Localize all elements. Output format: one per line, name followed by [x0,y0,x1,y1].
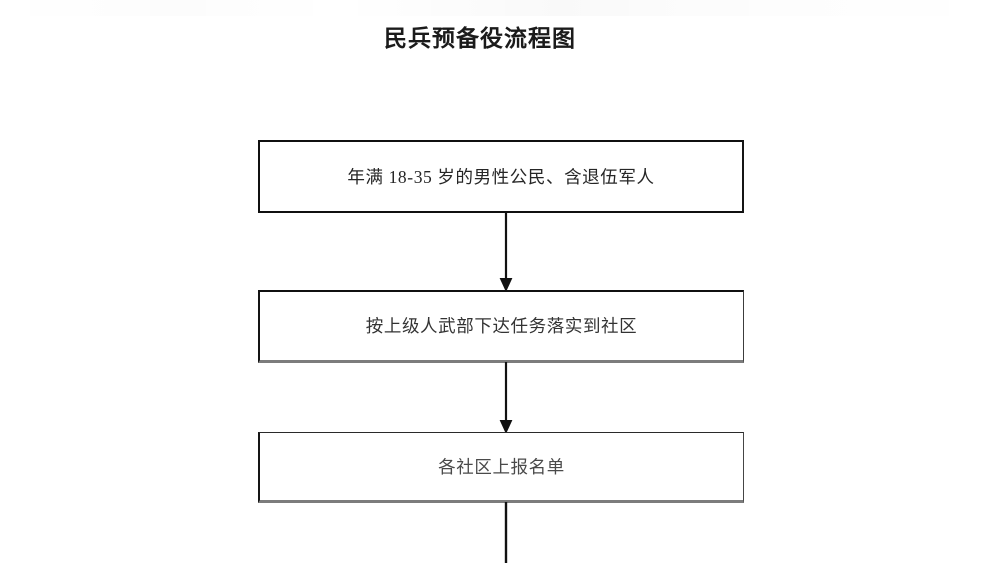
flowchart-node-applicants: 年满 18-35 岁的男性公民、含退伍军人 [258,140,744,213]
flowchart-node-assign-task: 按上级人武部下达任务落实到社区 [258,290,744,363]
page-title: 民兵预备役流程图 [384,26,576,52]
scan-artifact-top [0,0,999,16]
flowchart-node-submit-roster: 各社区上报名单 [258,432,744,503]
flowchart-connector-arrow-1 [499,212,513,292]
flowchart-connector-arrow-2 [499,362,513,434]
flowchart-connector-arrow-3-truncated [499,502,513,563]
flowchart-node-label: 年满 18-35 岁的男性公民、含退伍军人 [347,166,655,187]
flowchart-node-label: 按上级人武部下达任务落实到社区 [365,316,638,336]
flowchart-node-label: 各社区上报名单 [438,456,565,477]
